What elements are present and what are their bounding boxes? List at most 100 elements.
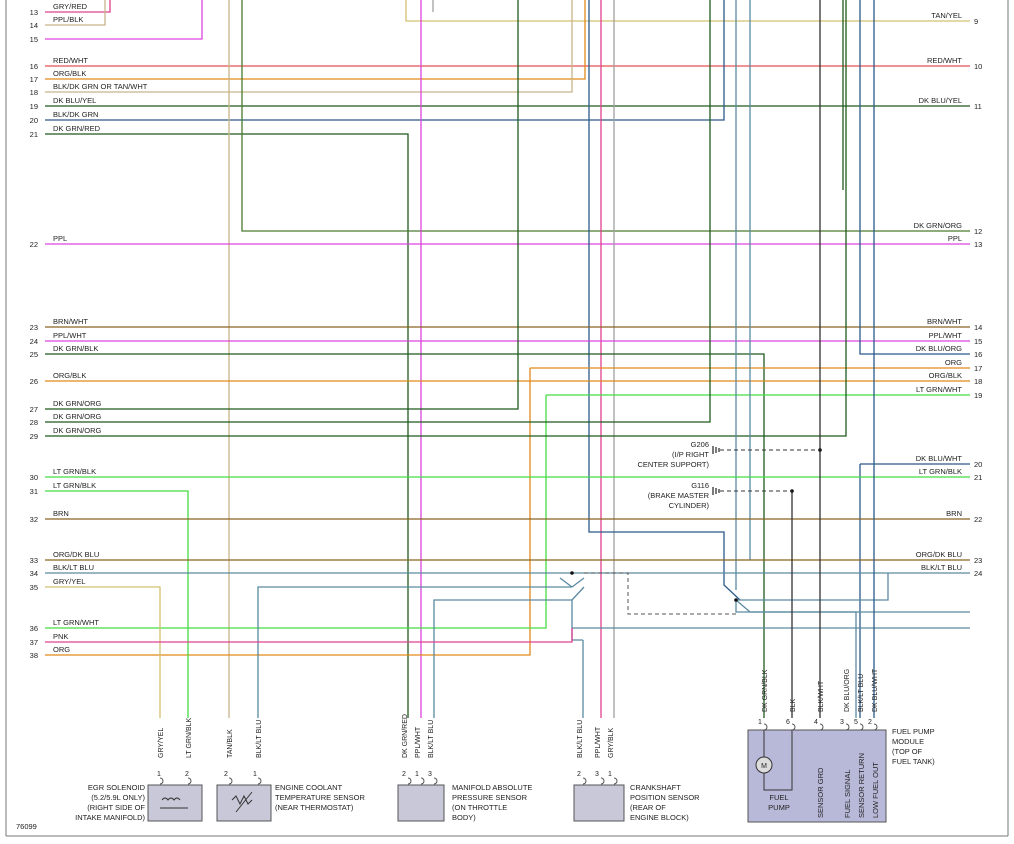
ckp-pin-number: 1 <box>608 771 612 778</box>
diagram-frame <box>5 0 1009 837</box>
egr-label: (5.2/5.9L ONLY) <box>91 793 145 802</box>
ect-label: ENGINE COOLANT <box>275 783 343 792</box>
ground-symbol <box>712 487 720 495</box>
right-wire-label: PPL <box>948 234 962 243</box>
ckp-label: ENGINE BLOCK) <box>630 813 689 822</box>
ckp-pin-wire: BLK/LT BLU <box>577 720 584 758</box>
left-wire-label: BLK/LT BLU <box>53 563 94 572</box>
right-wire-number: 19 <box>974 391 982 400</box>
left-wire-label: DK BLU/YEL <box>53 96 96 105</box>
wire-dk-grn-red <box>45 133 409 718</box>
egr-label: EGR SOLENOID <box>88 783 146 792</box>
left-wire-number: 28 <box>30 418 38 427</box>
wire-dk-grn-blk <box>45 353 765 718</box>
map-pin-wire: BLK/LT BLU <box>428 720 435 758</box>
ect-pin-wire: BLK/LT BLU <box>256 720 263 758</box>
left-wire-label: BLK/DK GRN OR TAN/WHT <box>53 82 148 91</box>
splice-dot <box>734 598 738 602</box>
left-wire-number: 13 <box>30 8 38 17</box>
left-wire-number: 32 <box>30 515 38 524</box>
fuel-pin-wire: DK BLU/WHT <box>872 668 879 712</box>
left-wire-label: LT GRN/BLK <box>53 481 96 490</box>
ckp-pin-wire: GRY/BLK <box>608 727 615 758</box>
wire-splice-b <box>571 577 585 588</box>
map-pin-wire: DK GRN/RED <box>402 714 409 758</box>
wire-pnk <box>45 628 573 643</box>
wire-labels: 13GRY/RED14PPL/BLK1516RED/WHT17ORG/BLK18… <box>30 2 983 660</box>
fuel-pump-circuit <box>763 730 793 791</box>
map-pin-wire: PPL/WHT <box>415 726 422 758</box>
right-wire-number: 10 <box>974 62 982 71</box>
wire-gry-yel <box>45 586 161 718</box>
ckp-pin-terminal <box>582 777 587 785</box>
left-wire-number: 30 <box>30 473 38 482</box>
egr-pin-wire: LT GRN/BLK <box>186 717 193 758</box>
fuel-module-body <box>747 729 887 823</box>
fuel-module-label: FUEL TANK) <box>892 757 935 766</box>
ground-desc: (BRAKE MASTER <box>648 491 710 500</box>
left-wire-label: LT GRN/WHT <box>53 618 99 627</box>
ckp-pin-number: 2 <box>577 771 581 778</box>
egr-label: (RIGHT SIDE OF <box>87 803 145 812</box>
right-wire-number: 12 <box>974 227 982 236</box>
left-wire-number: 14 <box>30 21 38 30</box>
ground-desc: CENTER SUPPORT) <box>637 460 709 469</box>
left-wire-label: DK GRN/ORG <box>53 412 102 421</box>
ckp-pin-terminal <box>613 777 618 785</box>
left-wire-number: 24 <box>30 337 38 346</box>
splice-dot <box>570 571 574 575</box>
left-wire-label: GRY/YEL <box>53 577 85 586</box>
fuel-pump-inner-label: FUEL <box>769 793 788 802</box>
ground-id: G206 <box>691 440 709 449</box>
wire-dk-grn-org-28 <box>45 0 711 423</box>
wire-dk-blu-wht <box>859 463 970 718</box>
left-wire-number: 17 <box>30 75 38 84</box>
wire-blk-lt-blu-ckp <box>588 0 741 601</box>
right-wire-label: BLK/LT BLU <box>921 563 962 572</box>
right-wire-number: 23 <box>974 556 982 565</box>
right-wire-label: DK BLU/YEL <box>919 96 962 105</box>
left-wire-number: 35 <box>30 583 38 592</box>
ckp-label: POSITION SENSOR <box>630 793 700 802</box>
left-wire-number: 37 <box>30 638 38 647</box>
figure-id: 76099 <box>16 822 37 831</box>
ect-pin-terminal <box>257 777 262 785</box>
wire-layer <box>45 0 970 718</box>
motor-letter: M <box>761 763 767 770</box>
right-wire-number: 16 <box>974 350 982 359</box>
right-wire-label: BRN <box>946 509 962 518</box>
left-wire-number: 16 <box>30 62 38 71</box>
fuel-pin-terminal <box>763 723 768 731</box>
egr-pin-wire: GRY/YEL <box>158 728 165 758</box>
right-wire-label: ORG <box>945 358 962 367</box>
wire-blk-lt-blu-to24 <box>736 573 889 601</box>
wire-dk-grn-org-29 <box>45 0 847 437</box>
left-wire-label: PPL <box>53 234 67 243</box>
right-wire-number: 17 <box>974 364 982 373</box>
wire-ppl-blk-a <box>45 0 106 26</box>
ect-pin-number: 1 <box>253 771 257 778</box>
map-pin-number: 2 <box>402 771 406 778</box>
left-wire-label: GRY/RED <box>53 2 88 11</box>
right-wire-number: 18 <box>974 377 982 386</box>
ect-sensor-body <box>216 784 272 822</box>
left-wire-label: BLK/DK GRN <box>53 110 98 119</box>
wire-splice-a <box>559 577 573 588</box>
fuel-pin-wire: BLK <box>790 698 797 712</box>
components: 1 GRY/YEL 2 LT GRN/BLK EGR SOLENOID(5.2/5.9L… <box>75 668 935 823</box>
ckp-sensor-body <box>573 784 625 822</box>
wire-dk-grn-org-27 <box>45 0 519 410</box>
right-wire-label: ORG/BLK <box>929 371 962 380</box>
fuel-pin-number: 2 <box>868 719 872 726</box>
ect-pin-terminal <box>228 777 233 785</box>
wire-lt-grn-blk-31 <box>45 490 189 718</box>
ground-desc: (I/P RIGHT <box>672 450 709 459</box>
right-wire-number: 14 <box>974 323 982 332</box>
left-wire-number: 21 <box>30 130 38 139</box>
wire-ppl-blk <box>45 0 203 40</box>
right-wire-number: 9 <box>974 17 978 26</box>
right-wire-number: 13 <box>974 240 982 249</box>
wire-blk-dkgrn <box>45 0 573 93</box>
fuel-pin-wire: DK GRN/BLK <box>762 669 769 712</box>
ckp-pin-wire: PPL/WHT <box>595 726 602 758</box>
